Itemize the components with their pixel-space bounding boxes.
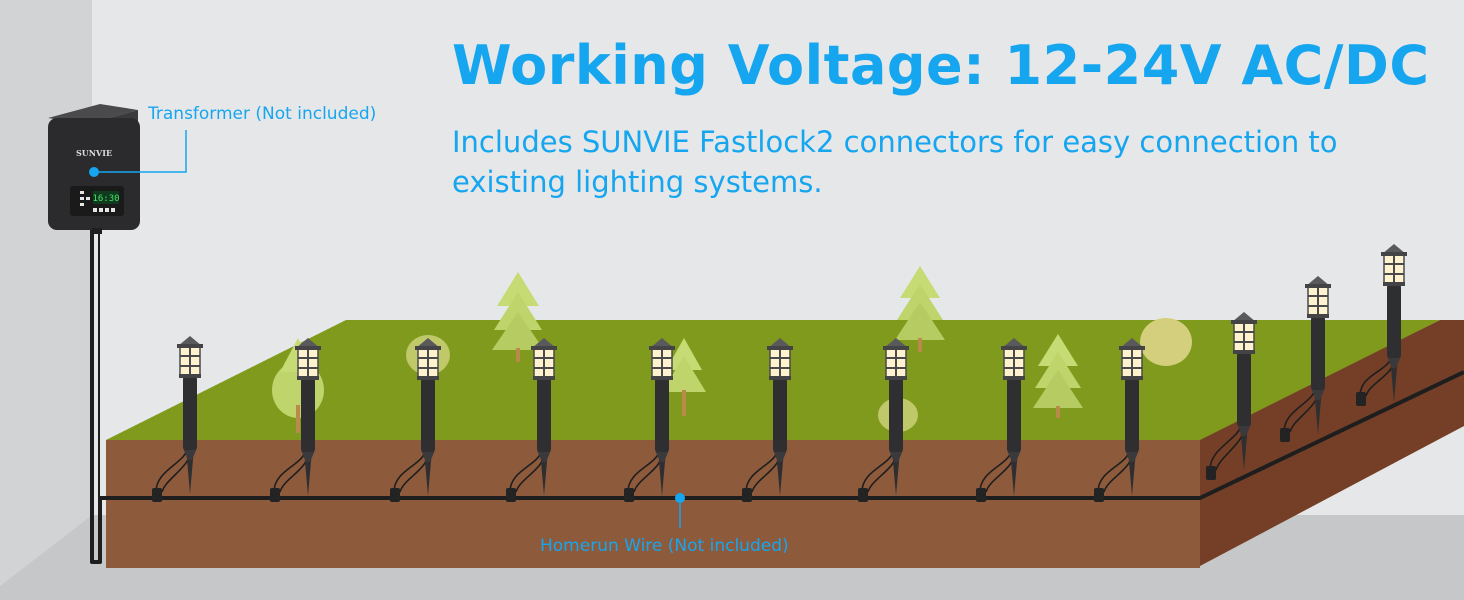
path-light-icon xyxy=(152,336,203,502)
connector-icon xyxy=(624,488,634,502)
homerun-wire-label: Homerun Wire (Not included) xyxy=(540,536,789,556)
headline: Working Voltage: 12-24V AC/DC xyxy=(452,34,1430,97)
connector-icon xyxy=(858,488,868,502)
tree-icon xyxy=(662,338,706,416)
connector-icon xyxy=(506,488,516,502)
path-light-icon xyxy=(1206,312,1257,480)
tree-icon xyxy=(895,266,945,352)
path-light-icon xyxy=(1280,276,1331,442)
bush-icon xyxy=(1140,318,1192,366)
transformer-brand: SUNVIE xyxy=(76,148,112,158)
connector-icon xyxy=(390,488,400,502)
transformer-display: 16:30 xyxy=(92,194,119,204)
path-light-icon xyxy=(506,338,557,502)
connector-icon xyxy=(1094,488,1104,502)
soil-side xyxy=(1200,320,1464,566)
corner-floor xyxy=(0,515,92,600)
connector-icon xyxy=(742,488,752,502)
path-light-icon xyxy=(270,338,321,502)
path-light-icon xyxy=(1356,244,1407,406)
subheadline: Includes SUNVIE Fastlock2 connectors for… xyxy=(452,125,1338,200)
connector-icon xyxy=(1356,392,1366,406)
path-light-icon xyxy=(858,338,909,502)
transformer-callout-line xyxy=(94,130,187,173)
path-light-icon xyxy=(976,338,1027,502)
connector-icon xyxy=(1280,428,1290,442)
path-light-icon xyxy=(624,338,675,502)
path-light-icon xyxy=(390,338,441,502)
path-light-icon xyxy=(1094,338,1145,502)
connector-icon xyxy=(270,488,280,502)
connector-icon xyxy=(152,488,162,502)
side-wall xyxy=(0,0,92,586)
connector-icon xyxy=(976,488,986,502)
tree-icon xyxy=(1033,334,1083,418)
tree-icon xyxy=(492,272,544,362)
transformer-label: Transformer (Not included) xyxy=(148,104,377,124)
fixture-group xyxy=(152,244,1407,502)
connector-icon xyxy=(1206,466,1216,480)
path-light-icon xyxy=(742,338,793,502)
